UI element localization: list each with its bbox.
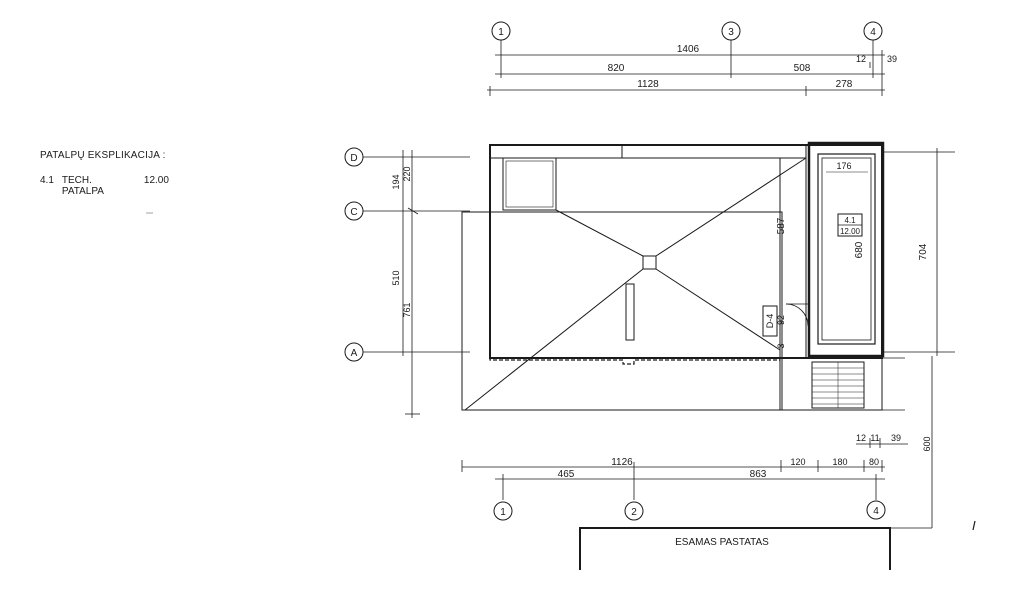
dim-right-704: 704 — [918, 243, 929, 260]
section-mark: D-4 — [762, 305, 778, 337]
dim-top-1128: 1128 — [637, 79, 659, 90]
room-tag-number: 4.1 — [844, 216, 856, 225]
dim-bottom-180: 180 — [832, 457, 847, 467]
room-area: 12.00 — [143, 175, 169, 186]
room-tag-area: 12.00 — [840, 227, 861, 236]
axis-left-D: D — [350, 153, 357, 164]
room-explication: PATALPŲ EKSPLIKACIJA : 4.1 TECH. PATALPA… — [40, 150, 169, 197]
dim-bottom-11: 11 — [870, 433, 879, 443]
room-name: TECH. PATALPA — [61, 175, 104, 197]
dim-inner-3: 3 — [776, 343, 786, 348]
dim-bottom-80: 80 — [869, 457, 879, 467]
top-axis-markers: 1 3 4 — [491, 21, 883, 41]
bottom-dimensions — [461, 438, 908, 500]
dim-top-278: 278 — [836, 79, 853, 90]
dim-inner-587: 587 — [776, 217, 787, 234]
left-axis-markers: D C A — [344, 147, 364, 362]
axis-left-A: A — [351, 348, 358, 359]
dim-left-510: 510 — [391, 270, 401, 285]
dim-bottom-120: 120 — [790, 457, 805, 467]
dim-bottom-39: 39 — [891, 433, 901, 443]
dim-bottom-465: 465 — [558, 469, 575, 480]
dim-top-1406: 1406 — [677, 44, 700, 55]
explication-row: 4.1 TECH. PATALPA 12.00 — [40, 175, 169, 197]
dim-inner-176: 176 — [836, 161, 851, 171]
existing-building-label: ESAMAS PASTATAS — [675, 537, 769, 548]
dim-left-194: 194 — [391, 174, 401, 189]
dim-bottom-1126: 1126 — [611, 457, 633, 468]
dim-top-12: 12 — [856, 54, 866, 64]
axis-top-4: 4 — [870, 27, 876, 38]
dim-right-600: 600 — [922, 436, 932, 451]
dim-bottom-863: 863 — [750, 469, 767, 480]
dim-top-508: 508 — [794, 63, 811, 74]
explication-title: PATALPŲ EKSPLIKACIJA : — [40, 150, 166, 161]
dim-top-820: 820 — [608, 63, 625, 74]
existing-building — [579, 527, 932, 570]
bottom-axis-markers: 1 2 4 — [493, 500, 886, 521]
right-dimensions — [931, 148, 938, 528]
dim-top-39: 39 — [887, 54, 897, 64]
axis-bottom-4: 4 — [873, 506, 879, 517]
room-number: 4.1 — [40, 175, 54, 186]
dim-inner-92: 92 — [776, 315, 786, 325]
left-dimensions — [363, 150, 470, 418]
section-mark-label: D-4 — [765, 314, 775, 329]
axis-top-1: 1 — [498, 27, 504, 38]
dim-left-220: 220 — [402, 166, 412, 181]
dim-left-761: 761 — [402, 302, 412, 317]
dim-bottom-12: 12 — [856, 433, 866, 443]
room-tag: 4.1 12.00 — [837, 213, 863, 237]
top-dimensions — [487, 40, 885, 96]
building-outline — [461, 141, 955, 411]
dim-inner-680: 680 — [854, 241, 865, 258]
axis-bottom-2: 2 — [631, 507, 637, 518]
axis-left-C: C — [350, 207, 357, 218]
axis-bottom-1: 1 — [500, 507, 506, 518]
axis-top-3: 3 — [728, 27, 734, 38]
